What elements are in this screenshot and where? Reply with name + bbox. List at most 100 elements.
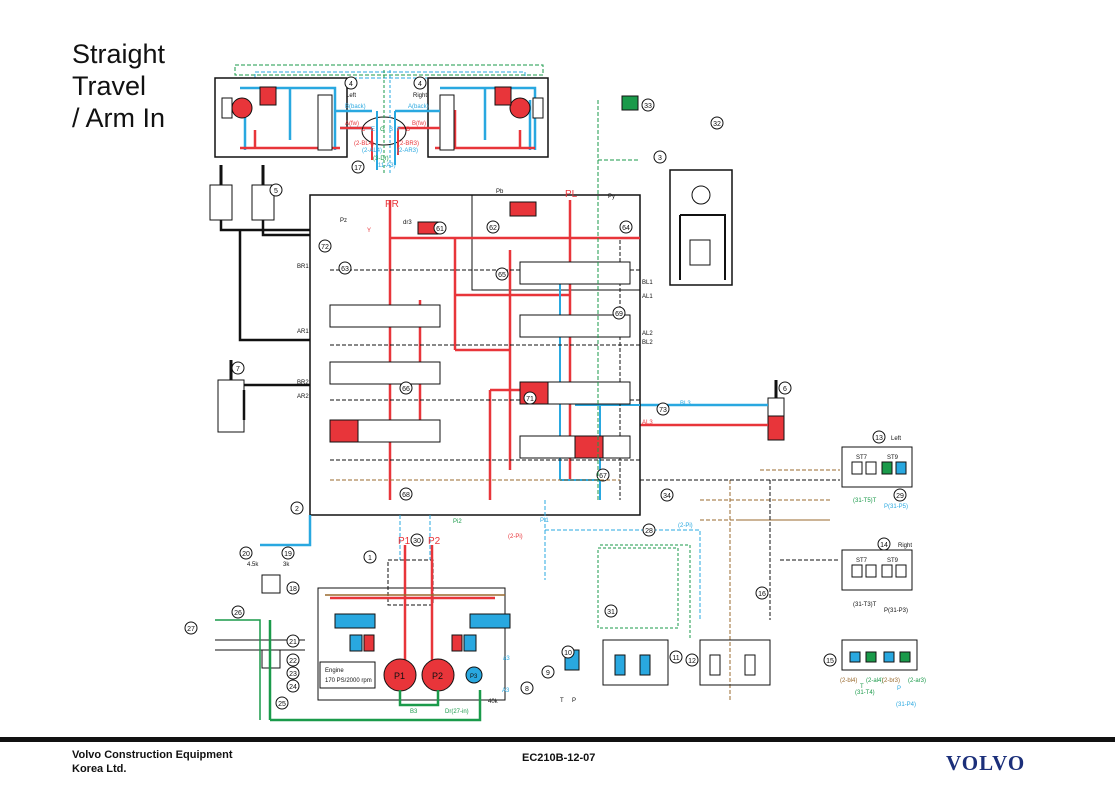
schematic-line — [427, 77, 549, 158]
schematic-label: ST9 — [887, 558, 899, 564]
schematic-label: (31-T3)T — [853, 602, 877, 608]
component-symbol — [275, 696, 289, 710]
schematic-label: 21 — [289, 639, 297, 646]
schematic-line — [865, 564, 877, 578]
schematic-label: 24 — [289, 684, 297, 691]
component-symbol — [523, 391, 537, 405]
component-symbol — [656, 402, 670, 416]
schematic-line — [439, 94, 455, 151]
schematic-label: 2 — [295, 506, 299, 513]
component-symbol — [465, 666, 483, 684]
pedal-valves — [564, 547, 771, 686]
schematic-line — [865, 651, 877, 663]
component-symbol — [399, 381, 413, 395]
schematic-line — [841, 549, 913, 591]
schematic-label: 1 — [368, 555, 372, 562]
component-symbol — [184, 621, 198, 635]
schematic-label: 15 — [826, 658, 834, 665]
component-symbol — [641, 98, 655, 112]
schematic-line — [865, 461, 877, 475]
component-symbol — [286, 581, 300, 595]
swivel-joint: C E G B F D (2-BL4) (2-AL4) (3-Dr) (11-A… — [351, 70, 419, 175]
schematic-label: T — [860, 684, 864, 690]
schematic-line — [849, 651, 861, 663]
schematic-label: P2 — [432, 671, 443, 681]
schematic-label: A3 — [502, 688, 510, 694]
schematic-line — [259, 86, 277, 106]
component-symbol — [290, 501, 304, 515]
schematic-line — [471, 194, 641, 291]
schematic-line — [219, 165, 265, 185]
schematic-label: Py — [608, 194, 615, 200]
schematic-label: D — [406, 127, 411, 133]
component-symbol — [872, 430, 886, 444]
schematic-line — [597, 100, 640, 500]
schematic-label: 28 — [645, 528, 653, 535]
schematic-label: Right — [898, 543, 912, 549]
schematic-label: ST9 — [887, 455, 899, 461]
component-symbol — [486, 220, 500, 234]
schematic-label: (31-T5)T — [853, 498, 877, 504]
swing-motor: 3 — [653, 150, 733, 286]
schematic-label: PR — [385, 199, 399, 210]
component-symbol — [755, 586, 769, 600]
title-line: Travel — [72, 71, 147, 101]
schematic-line — [597, 547, 679, 629]
component-symbol — [269, 183, 283, 197]
schematic-label: P — [572, 698, 576, 704]
schematic-label: 63 — [341, 266, 349, 273]
schematic-label: 12 — [688, 658, 696, 665]
schematic-label: 61 — [436, 226, 444, 233]
component-symbol — [495, 267, 509, 281]
component-symbol — [399, 487, 413, 501]
arm-cylinder: 7 — [217, 360, 310, 433]
schematic-label: 73 — [659, 407, 667, 414]
schematic-label: 13 — [875, 435, 883, 442]
schematic-line — [621, 95, 639, 111]
schematic-line — [895, 461, 907, 475]
schematic-line — [519, 261, 631, 285]
port-label: B(back) — [345, 104, 366, 110]
component-symbol — [286, 679, 300, 693]
schematic-label: 72 — [321, 244, 329, 251]
schematic-label: (2-bl4) — [840, 678, 857, 684]
schematic-label: BL2 — [642, 340, 653, 346]
component-symbol — [691, 185, 711, 205]
component-symbol — [286, 634, 300, 648]
schematic-line — [309, 194, 641, 516]
company-name: Volvo Construction Equipment Korea Ltd. — [72, 748, 233, 776]
component-symbol — [286, 666, 300, 680]
schematic-line — [700, 469, 840, 700]
schematic-line — [217, 379, 245, 433]
component-symbol — [239, 546, 253, 560]
schematic-label: (11-A3) — [376, 163, 396, 169]
schematic-line — [544, 500, 701, 620]
schematic-line — [260, 515, 312, 547]
component-symbol — [619, 220, 633, 234]
schematic-label: (3-Dr) — [373, 156, 389, 162]
schematic-label: 20 — [242, 551, 250, 558]
schematic-label: AL1 — [642, 294, 653, 300]
schematic-label: (2-AR3) — [397, 148, 418, 154]
schematic-line — [883, 651, 895, 663]
component-symbol — [561, 645, 575, 659]
component-symbol — [410, 533, 424, 547]
component-symbol — [893, 488, 907, 502]
schematic-line — [614, 654, 626, 676]
main-pump: P1 P2 P3 P1 P2 30 1 Engine 170 PS/2000 r… — [270, 533, 511, 722]
schematic-label: 5 — [274, 188, 278, 195]
component-symbol — [520, 681, 534, 695]
schematic-label: Engine — [325, 668, 344, 674]
schematic-line — [330, 545, 495, 665]
schematic-line — [669, 169, 733, 286]
schematic-line — [317, 587, 506, 701]
port-label: A(back) — [408, 104, 429, 110]
component-symbol — [653, 150, 667, 164]
schematic-label: 65 — [498, 272, 506, 279]
schematic-label: Dr(27-in) — [445, 709, 469, 715]
component-symbol — [660, 488, 674, 502]
schematic-line — [463, 634, 477, 652]
schematic-line — [899, 651, 911, 663]
schematic-label: AR1 — [297, 329, 309, 335]
schematic-label: ST7 — [856, 455, 868, 461]
